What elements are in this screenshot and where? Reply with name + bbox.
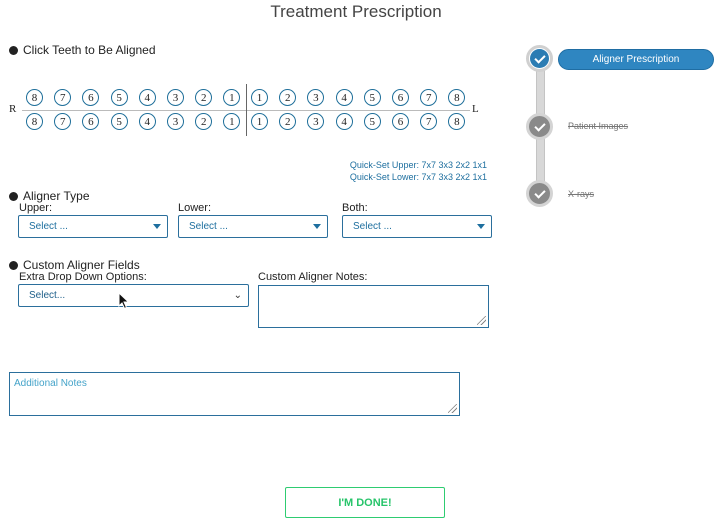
additional-notes-placeholder: Additional Notes xyxy=(14,378,87,389)
tooth-upper-left-5[interactable]: 5 xyxy=(363,89,381,106)
bullet-icon xyxy=(9,45,18,55)
teeth-midline xyxy=(246,84,247,136)
quick-set-lower-link[interactable]: Quick-Set Lower: 7x7 3x3 2x2 1x1 xyxy=(349,172,487,182)
mouse-cursor-icon xyxy=(118,292,130,310)
tooth-upper-right-6[interactable]: 3 xyxy=(167,89,184,106)
tooth-upper-right-4[interactable]: 5 xyxy=(110,89,128,106)
tooth-lower-left-3[interactable]: 3 xyxy=(307,113,325,130)
left-side-label: L xyxy=(472,103,479,115)
tooth-upper-left-3[interactable]: 3 xyxy=(307,89,325,106)
caret-down-icon xyxy=(313,224,321,229)
caret-down-icon xyxy=(153,224,161,229)
check-circle-icon xyxy=(530,49,549,68)
lower-aligner-select[interactable]: Select ... xyxy=(178,215,328,238)
tooth-lower-left-1[interactable]: 1 xyxy=(251,113,268,130)
quick-set-upper-link[interactable]: Quick-Set Upper: 7x7 3x3 2x2 1x1 xyxy=(349,160,487,170)
tooth-lower-left-6[interactable]: 6 xyxy=(392,113,409,130)
step-aligner-prescription-indicator xyxy=(526,45,553,72)
tooth-upper-left-4[interactable]: 4 xyxy=(335,89,353,106)
both-select-value: Select ... xyxy=(353,221,392,232)
lower-select-value: Select ... xyxy=(189,221,228,232)
upper-label: Upper: xyxy=(19,202,53,214)
chevron-down-icon: ⌄ xyxy=(233,290,242,301)
both-label: Both: xyxy=(342,202,368,214)
resize-grip-icon[interactable] xyxy=(448,404,457,413)
custom-fields-heading-text: Custom Aligner Fields xyxy=(23,258,140,272)
tooth-upper-right-3[interactable]: 6 xyxy=(82,89,100,106)
page-title: Treatment Prescription xyxy=(270,2,442,21)
teeth-heading-text: Click Teeth to Be Aligned xyxy=(23,43,156,57)
step-x-rays-indicator xyxy=(526,180,553,207)
both-aligner-select[interactable]: Select ... xyxy=(342,215,492,238)
upper-aligner-select[interactable]: Select ... xyxy=(18,215,168,238)
tooth-lower-left-2[interactable]: 2 xyxy=(279,113,297,130)
caret-down-icon xyxy=(477,224,485,229)
extra-options-label: Extra Drop Down Options: xyxy=(19,271,147,283)
step-aligner-prescription[interactable]: Aligner Prescription xyxy=(558,49,714,70)
teeth-section-heading: Click Teeth to Be Aligned xyxy=(9,43,156,57)
tooth-lower-right-2[interactable]: 7 xyxy=(54,113,72,130)
tooth-upper-left-6[interactable]: 6 xyxy=(392,89,409,106)
tooth-upper-left-1[interactable]: 1 xyxy=(251,89,268,106)
done-button[interactable]: I'M DONE! xyxy=(285,487,445,518)
tooth-upper-left-8[interactable]: 8 xyxy=(448,89,466,106)
tooth-upper-left-2[interactable]: 2 xyxy=(279,89,297,106)
tooth-lower-right-5[interactable]: 4 xyxy=(138,113,156,130)
extra-options-select[interactable]: Select... ⌄ xyxy=(18,284,249,307)
aligner-type-heading: Aligner Type xyxy=(9,189,90,203)
tooth-lower-right-4[interactable]: 5 xyxy=(110,113,128,130)
check-icon xyxy=(533,119,546,132)
tooth-lower-right-1[interactable]: 8 xyxy=(26,113,43,130)
tooth-lower-right-3[interactable]: 6 xyxy=(82,113,100,130)
check-icon xyxy=(533,51,546,64)
tooth-lower-right-8[interactable]: 1 xyxy=(223,113,241,130)
upper-select-value: Select ... xyxy=(29,221,68,232)
aligner-type-heading-text: Aligner Type xyxy=(23,189,90,203)
check-icon xyxy=(533,186,546,199)
additional-notes-textarea[interactable]: Additional Notes xyxy=(9,372,460,416)
right-side-label: R xyxy=(9,103,17,115)
step-patient-images[interactable]: Patient Images xyxy=(568,121,629,131)
tooth-upper-right-8[interactable]: 1 xyxy=(223,89,241,106)
custom-notes-label: Custom Aligner Notes: xyxy=(258,271,368,283)
lower-label: Lower: xyxy=(178,202,212,214)
tooth-lower-right-6[interactable]: 3 xyxy=(167,113,184,130)
tooth-lower-left-7[interactable]: 7 xyxy=(420,113,438,130)
tooth-lower-left-8[interactable]: 8 xyxy=(448,113,466,130)
tooth-upper-right-7[interactable]: 2 xyxy=(195,89,213,106)
tooth-upper-right-2[interactable]: 7 xyxy=(54,89,72,106)
step-x-rays[interactable]: X-rays xyxy=(568,189,595,199)
tooth-upper-right-1[interactable]: 8 xyxy=(26,89,43,106)
tooth-upper-left-7[interactable]: 7 xyxy=(420,89,438,106)
step-patient-images-indicator xyxy=(526,113,553,140)
tooth-lower-right-7[interactable]: 2 xyxy=(195,113,213,130)
tooth-lower-left-4[interactable]: 4 xyxy=(335,113,353,130)
custom-fields-heading: Custom Aligner Fields xyxy=(9,258,140,272)
custom-notes-textarea[interactable] xyxy=(258,285,489,328)
tooth-lower-left-5[interactable]: 5 xyxy=(363,113,381,130)
tooth-upper-right-5[interactable]: 4 xyxy=(138,89,156,106)
extra-select-value: Select... xyxy=(29,290,66,301)
resize-grip-icon[interactable] xyxy=(477,316,486,325)
bullet-icon xyxy=(9,191,18,201)
bullet-icon xyxy=(9,260,18,270)
